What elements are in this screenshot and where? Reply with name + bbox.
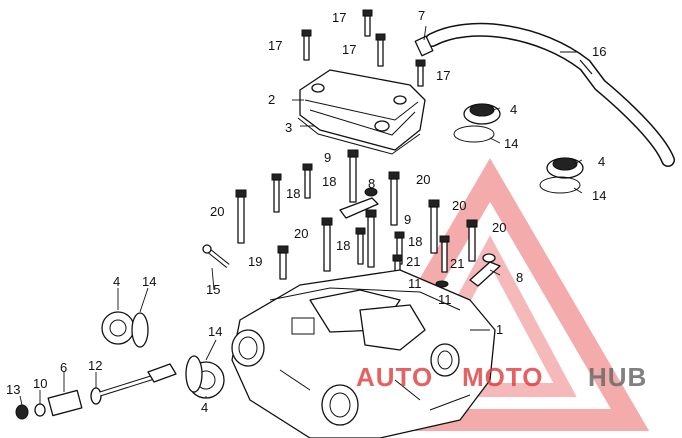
callout-18-a: 18	[286, 186, 300, 201]
callout-3: 3	[285, 120, 292, 135]
bolt-18-b	[302, 163, 313, 199]
bolt-20-d	[321, 217, 333, 272]
callout-9-a: 9	[324, 150, 331, 165]
nut-13	[15, 404, 29, 420]
spacer-6	[47, 389, 83, 417]
watermark-text: AUTO MOTO HUB	[356, 362, 647, 392]
o-ring-14-a	[453, 125, 495, 143]
callout-labels: 1 2 3 4 4 4 4 6 7 8 8 9 9 10 11 11 12 13…	[6, 8, 606, 415]
bolt-17-c	[375, 33, 386, 67]
callout-19: 19	[248, 254, 262, 269]
bolt-21-b	[439, 235, 450, 273]
shaft	[99, 363, 177, 397]
bolt-9-b	[365, 209, 377, 268]
callout-4-a: 4	[510, 102, 517, 117]
bracket-8-a	[339, 187, 379, 219]
callout-17-d: 17	[436, 68, 450, 83]
washer-11-b	[435, 280, 449, 288]
callout-8-b: 8	[516, 270, 523, 285]
bolt-20-c	[428, 199, 440, 254]
callout-7: 7	[418, 8, 425, 23]
callout-10: 10	[33, 376, 47, 391]
tappet-cap-4-b	[546, 157, 584, 179]
callout-8-a: 8	[368, 176, 375, 191]
o-ring-14-c	[131, 312, 149, 348]
watermark-moto: MOTO	[462, 362, 544, 392]
cylinder-head-1	[231, 269, 496, 438]
callout-6: 6	[60, 360, 67, 375]
hose-clamp-7	[414, 35, 434, 57]
callout-20-e: 20	[492, 220, 506, 235]
callout-16: 16	[592, 44, 606, 59]
callout-11-a: 11	[408, 276, 422, 291]
o-ring-14-b	[539, 176, 581, 194]
callout-2: 2	[268, 92, 275, 107]
callout-18-c: 18	[336, 238, 350, 253]
bushing-12	[90, 387, 102, 405]
bolt-18-a	[271, 173, 282, 213]
callout-17-c: 17	[342, 42, 356, 57]
bolt-18-c	[355, 227, 366, 265]
callout-21-b: 21	[450, 256, 464, 271]
bolt-17-a	[362, 9, 373, 37]
tappet-cap-4-a	[463, 103, 501, 125]
callout-1: 1	[496, 322, 503, 337]
callout-4-c: 4	[113, 274, 120, 289]
bolt-17-d	[415, 59, 426, 87]
callout-4-b: 4	[598, 154, 605, 169]
bolt-20-e	[466, 219, 478, 262]
callout-11-b: 11	[438, 292, 452, 307]
washer-10	[34, 403, 46, 417]
callout-20-c: 20	[452, 198, 466, 213]
callout-20-d: 20	[294, 226, 308, 241]
bolt-20-a	[388, 171, 400, 226]
callout-14-c: 14	[142, 274, 156, 289]
callout-20-a: 20	[416, 172, 430, 187]
callout-18-b: 18	[322, 174, 336, 189]
bolt-20-b	[235, 189, 247, 244]
callout-12: 12	[88, 358, 102, 373]
cap-4-c	[101, 311, 135, 345]
bolt-19	[277, 245, 289, 280]
callout-9-b: 9	[404, 212, 411, 227]
stud-15	[202, 244, 230, 268]
o-ring-14-d	[185, 355, 203, 393]
breather-hose-16	[425, 22, 675, 167]
bolt-9-a	[347, 149, 359, 203]
callout-17-a: 17	[332, 10, 346, 25]
callout-15: 15	[206, 282, 220, 297]
callout-21-a: 21	[406, 254, 420, 269]
watermark-auto: AUTO	[356, 362, 433, 392]
callout-20-b: 20	[210, 204, 224, 219]
callout-14-a: 14	[504, 136, 518, 151]
callout-18-d: 18	[408, 234, 422, 249]
leader-lines	[19, 25, 583, 406]
callout-4-d: 4	[201, 400, 208, 415]
callout-14-b: 14	[592, 188, 606, 203]
bracket-8-b	[469, 253, 501, 287]
head-cover-2	[299, 69, 426, 151]
callout-14-d: 14	[208, 324, 222, 339]
watermark-hub: HUB	[588, 362, 647, 392]
callout-13: 13	[6, 382, 20, 397]
bolt-17-b	[301, 29, 312, 61]
callout-17-b: 17	[268, 38, 282, 53]
